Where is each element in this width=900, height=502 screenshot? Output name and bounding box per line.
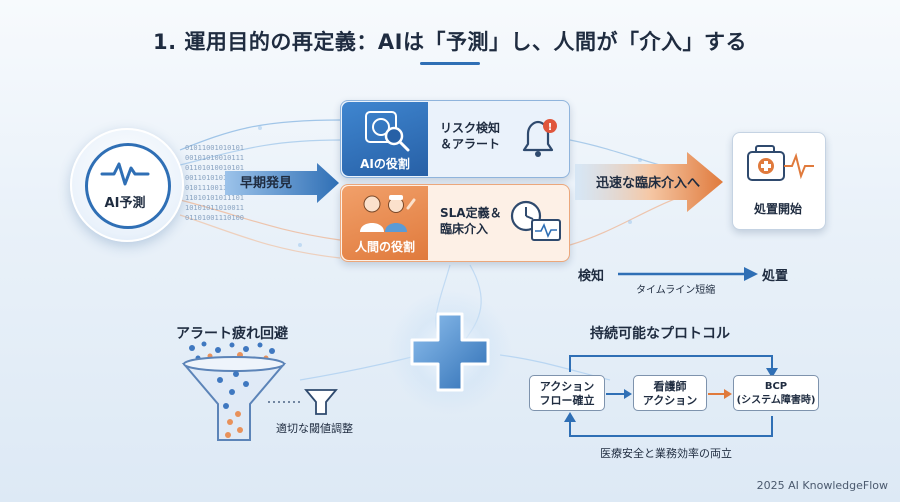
protocol-nurse-action-box: 看護師 アクション (633, 375, 707, 411)
human-role-desc: SLA定義＆ 臨床介入 (440, 205, 502, 237)
binary-line: 00110101010001 (185, 174, 245, 182)
binary-line: 11010101011101 (185, 194, 245, 202)
rapid-intervention-arrow (575, 152, 723, 212)
ai-role-desc-line: リスク検知 (440, 121, 501, 135)
protocol-cycle-arrows (564, 355, 778, 437)
ai-role-desc: リスク検知 ＆アラート (440, 120, 500, 152)
title-underline (420, 62, 480, 65)
timeline-arrow (618, 267, 758, 281)
protocol-bcp-box: BCP (システム障害時) (733, 375, 819, 411)
binary-line: 00101010010111 (185, 154, 245, 162)
binary-line: 01011001010101 (185, 144, 245, 152)
treatment-start-card (732, 132, 826, 230)
footer-credit: 2025 AI KnowledgeFlow (756, 479, 888, 492)
timeline-end-label: 処置 (762, 269, 789, 284)
timeline-start-label: 検知 (578, 269, 605, 284)
pulse-icon (100, 162, 150, 186)
timeline-caption: タイムライン短縮 (636, 285, 716, 296)
protocol-box-line: アクション (642, 394, 698, 407)
protocol-box-line: (システム障害時) (736, 395, 816, 406)
early-detect-arrow (225, 163, 339, 203)
funnel-icon (181, 341, 338, 441)
early-detect-label: 早期発見 (240, 176, 293, 191)
human-role-desc-line: SLA定義＆ (440, 206, 502, 220)
ai-role-icon-panel (342, 102, 428, 176)
treatment-start-label: 処置開始 (753, 202, 802, 216)
binary-data-stream: 01011001010101 00101010010111 0110101001… (185, 143, 245, 223)
page-title: 1. 運用目的の再定義：AIは「予測」し、人間が「介入」する (153, 30, 747, 54)
ai-brain-magnifier-icon (365, 111, 410, 152)
protocol-box-line: 看護師 (653, 380, 687, 393)
alert-fatigue-caption: 適切な閾値調整 (276, 422, 353, 435)
binary-line: 01011100110010 (185, 184, 245, 192)
binary-line: 01101001110100 (185, 214, 245, 222)
protocol-caption: 医療安全と業務効率の両立 (600, 447, 732, 460)
protocol-title: 持続可能なプロトコル (590, 326, 730, 342)
protocol-box-line: BCP (764, 381, 788, 392)
alert-fatigue-title: アラート疲れ回避 (176, 326, 288, 342)
binary-line: 10101011010011 (185, 204, 245, 212)
protocol-action-flow-box: アクション フロー確立 (529, 375, 605, 411)
human-role-icon-panel (342, 186, 428, 260)
doctor-nurse-icon (360, 195, 416, 232)
protocol-box-line: アクション (539, 380, 595, 393)
binary-line: 01101010010101 (185, 164, 245, 172)
ai-role-label: AIの役割 (360, 157, 410, 171)
human-role-desc-line: 臨床介入 (440, 222, 489, 236)
svg-text:!: ! (548, 122, 553, 133)
clock-monitor-icon (510, 200, 561, 241)
human-role-label: 人間の役割 (354, 240, 415, 254)
medical-kit-icon (747, 145, 814, 181)
plus-icon (388, 290, 512, 414)
ai-role-desc-line: ＆アラート (440, 137, 501, 151)
ai-predict-inner-ring (85, 143, 171, 229)
rapid-intervention-label: 迅速な臨床介入へ (596, 176, 701, 191)
ai-predict-label: AI予測 (104, 196, 146, 211)
alert-bell-icon: ! (522, 119, 557, 157)
protocol-box-line: フロー確立 (539, 394, 595, 407)
